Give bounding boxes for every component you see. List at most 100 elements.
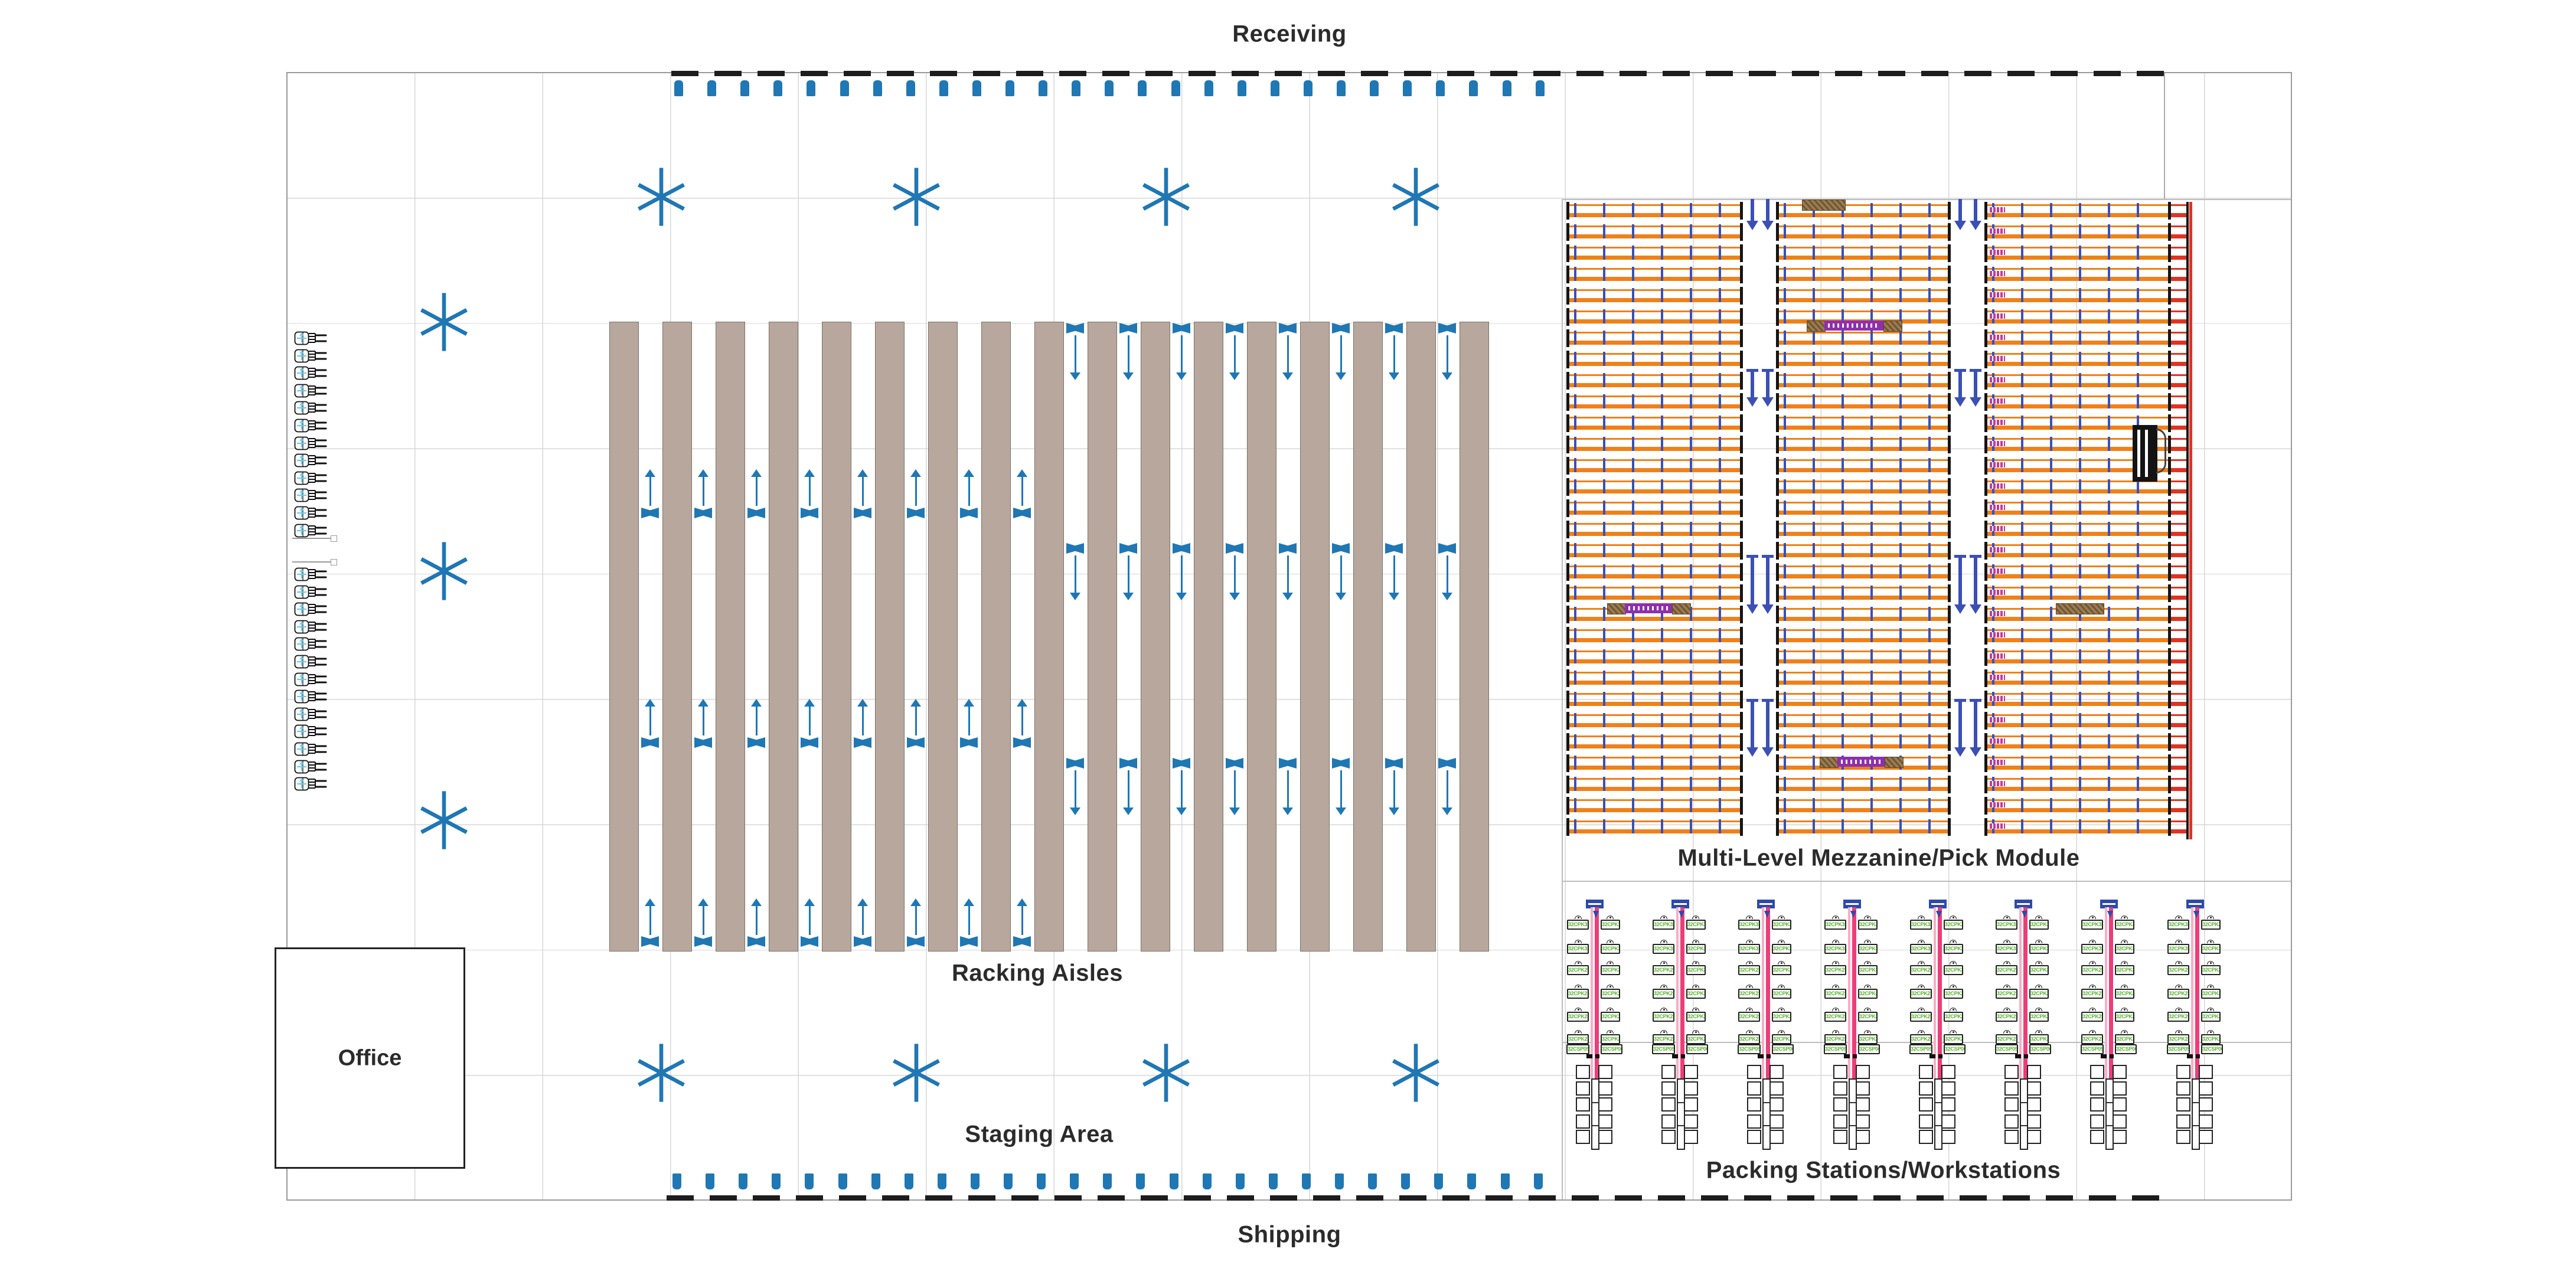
mezzanine-rack-row	[1776, 351, 1951, 368]
lamp-icon	[2003, 1006, 2011, 1011]
workstation-table	[2027, 1097, 2041, 1111]
forklift-icon	[294, 567, 328, 582]
packing-station: 32CPK3332CPK3432CPK3132CPK3232CPK2932CPK…	[1908, 895, 1967, 1155]
row-label-chip	[1990, 420, 2005, 425]
workstation-table	[2176, 1081, 2190, 1096]
forklift-icon	[294, 365, 328, 381]
mezzanine-red-stubs	[2171, 202, 2186, 839]
lamp-icon	[1692, 1006, 1700, 1011]
bowtie-pallet-icon	[641, 936, 659, 947]
zone-divider-vertical	[1562, 199, 1563, 1199]
station-cap	[1586, 900, 1604, 908]
workstation-table	[1576, 1065, 1590, 1079]
station-label-box: 32CPK28	[2029, 989, 2049, 999]
mezzanine-rack-row	[1776, 563, 1951, 581]
sorter-mark	[2110, 1054, 2114, 1058]
lamp-icon	[2206, 939, 2215, 943]
sorter-label-box: 32CSP05	[2167, 1044, 2190, 1054]
sorter-label-box: 32CSP06	[2029, 1044, 2051, 1054]
sorter-mark	[1844, 1054, 1850, 1058]
lamp-icon	[1606, 960, 1614, 965]
bowtie-pallet-icon	[907, 936, 925, 947]
down-arrow-icon	[1954, 699, 1966, 757]
row-label-chip	[1990, 675, 2005, 680]
mezzanine-rack-row	[1984, 563, 2171, 581]
workstation-table	[1684, 1130, 1698, 1144]
dock-door-tick	[1467, 1173, 1477, 1189]
lamp-icon	[1606, 939, 1614, 943]
station-cap	[1843, 900, 1861, 908]
up-arrow-icon	[910, 469, 922, 506]
up-arrow-icon	[750, 699, 762, 735]
bowtie-pallet-icon	[1438, 758, 1456, 769]
rack-bar	[1194, 322, 1223, 952]
mezzanine-rack-row	[1984, 393, 2171, 411]
dock-door-tick	[1072, 80, 1081, 96]
lamp-icon	[1692, 939, 1700, 943]
lamp-icon	[1660, 983, 1668, 988]
bowtie-pallet-icon	[907, 737, 925, 748]
station-conveyor	[1676, 907, 1684, 1078]
mezzanine-rack-row	[1984, 542, 2171, 560]
lamp-icon	[1831, 939, 1840, 943]
rack-bar	[1353, 322, 1383, 952]
dock-door-tick	[707, 80, 717, 96]
dock-door-tick	[1370, 80, 1379, 96]
station-label-box: 32CPK33	[1824, 920, 1846, 930]
bowtie-pallet-icon	[960, 508, 978, 518]
station-label-box: 32CPK29	[1653, 965, 1674, 975]
station-label-box: 32CPK34	[2115, 920, 2134, 930]
station-label-box: 32CPK29	[1910, 965, 1932, 975]
bowtie-pallet-icon	[1226, 543, 1243, 554]
forklift-icon	[294, 470, 328, 486]
mezzanine-rack-row	[1566, 669, 1743, 687]
sorter-label-box: 32CSP06	[1686, 1044, 1708, 1054]
up-arrow-icon	[1016, 699, 1028, 735]
workstation-table	[1856, 1130, 1870, 1144]
lamp-icon	[1863, 1006, 1872, 1011]
row-label-chip	[1990, 781, 2005, 786]
workstation-table	[1941, 1081, 1955, 1096]
down-arrow-icon	[1441, 335, 1453, 380]
workstation-table	[1684, 1114, 1698, 1129]
lamp-icon	[1949, 1006, 1957, 1011]
mezzanine-rack-row	[1566, 542, 1743, 560]
row-label-chip	[1990, 760, 2005, 765]
forklift-icon	[294, 707, 328, 722]
station-label-box: 32CPK33	[1996, 920, 2017, 930]
lamp-icon	[1777, 939, 1785, 943]
station-label-box: 32CPK34	[1944, 920, 1963, 930]
packing-station: 32CPK3332CPK3432CPK3132CPK3232CPK2932CPK…	[1651, 895, 1710, 1155]
asterisk-column-icon	[1135, 1042, 1197, 1107]
mezzanine-label: Multi-Level Mezzanine/Pick Module	[1677, 845, 2080, 871]
wall-stub	[2164, 73, 2165, 200]
workstation-table	[1856, 1065, 1870, 1079]
down-arrow-icon	[1122, 555, 1134, 600]
sorter-mark	[1929, 1054, 1935, 1058]
workstation-table	[2113, 1097, 2127, 1111]
mezzanine-rack-row	[1776, 797, 1951, 815]
bowtie-pallet-icon	[1438, 323, 1456, 334]
sorter-label-box: 32CSP06	[2201, 1044, 2223, 1054]
office-room: Office	[275, 947, 465, 1169]
mezzanine-rack-row	[1776, 223, 1951, 241]
workstation-table	[1833, 1065, 1847, 1079]
station-label-box: 32CPK27	[1653, 989, 1674, 999]
bowtie-pallet-icon	[854, 737, 871, 748]
bowtie-pallet-icon	[1332, 543, 1350, 554]
sorter-label-box: 32CSP06	[1944, 1044, 1966, 1054]
lamp-icon	[2206, 983, 2215, 988]
mezzanine-rack-row	[1776, 669, 1951, 687]
mezzanine-rack-row	[1566, 414, 1743, 432]
mezzanine-rack-row	[1566, 372, 1743, 390]
dock-door-tick	[1136, 1173, 1145, 1189]
workstation-table	[1598, 1065, 1612, 1079]
rack-bar	[928, 322, 958, 952]
rack-bar	[1141, 322, 1170, 952]
station-label-box: 32CPK23	[2081, 1034, 2103, 1044]
workstation-table	[1576, 1130, 1590, 1144]
mezzanine-rack-row	[1776, 691, 1951, 708]
down-arrow-icon	[1069, 555, 1081, 600]
